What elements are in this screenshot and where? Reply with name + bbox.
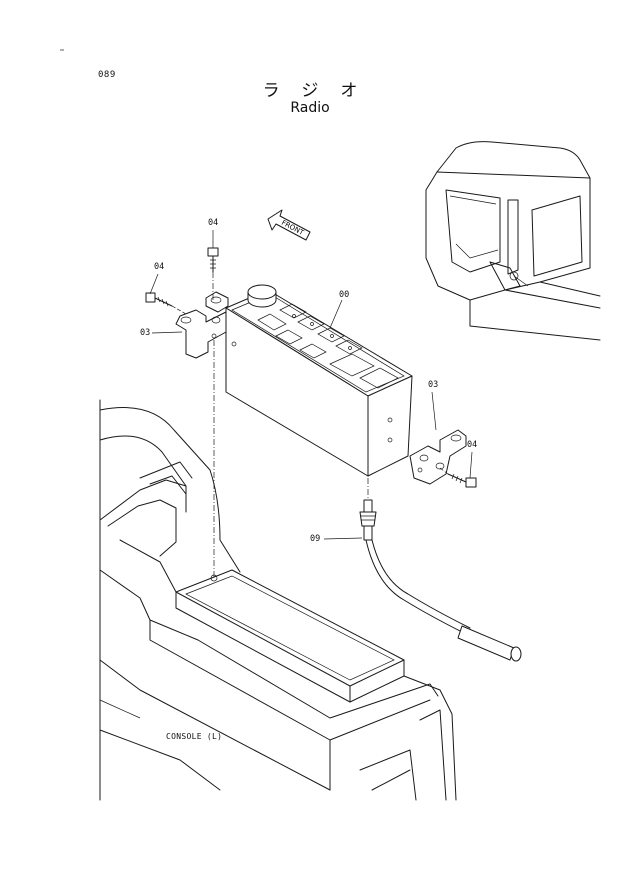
leader-lines <box>149 230 473 540</box>
page-title: Radio <box>290 100 330 116</box>
bolt-top <box>207 247 219 273</box>
bolt-left <box>145 292 173 307</box>
callout-03-right: 03 <box>428 380 439 390</box>
page-title-japanese: ラジオ <box>262 81 380 101</box>
right-bracket <box>409 429 467 485</box>
page-number: 089 <box>98 70 116 80</box>
callout-04-top: 04 <box>208 218 219 228</box>
left-bracket <box>175 291 229 359</box>
front-arrow-icon: FRONT <box>267 209 311 241</box>
radio-unit <box>225 284 413 477</box>
cab-illustration <box>425 141 601 341</box>
callout-00: 00 <box>339 290 350 300</box>
console-label: CONSOLE (L) <box>166 732 223 741</box>
callout-04-left: 04 <box>154 262 165 272</box>
callout-03-left: 03 <box>140 328 151 338</box>
callout-04-right: 04 <box>467 440 478 450</box>
bolt-right <box>447 473 477 488</box>
console-illustration <box>99 399 457 801</box>
callout-09: 09 <box>310 534 321 544</box>
antenna-cable <box>359 499 522 662</box>
